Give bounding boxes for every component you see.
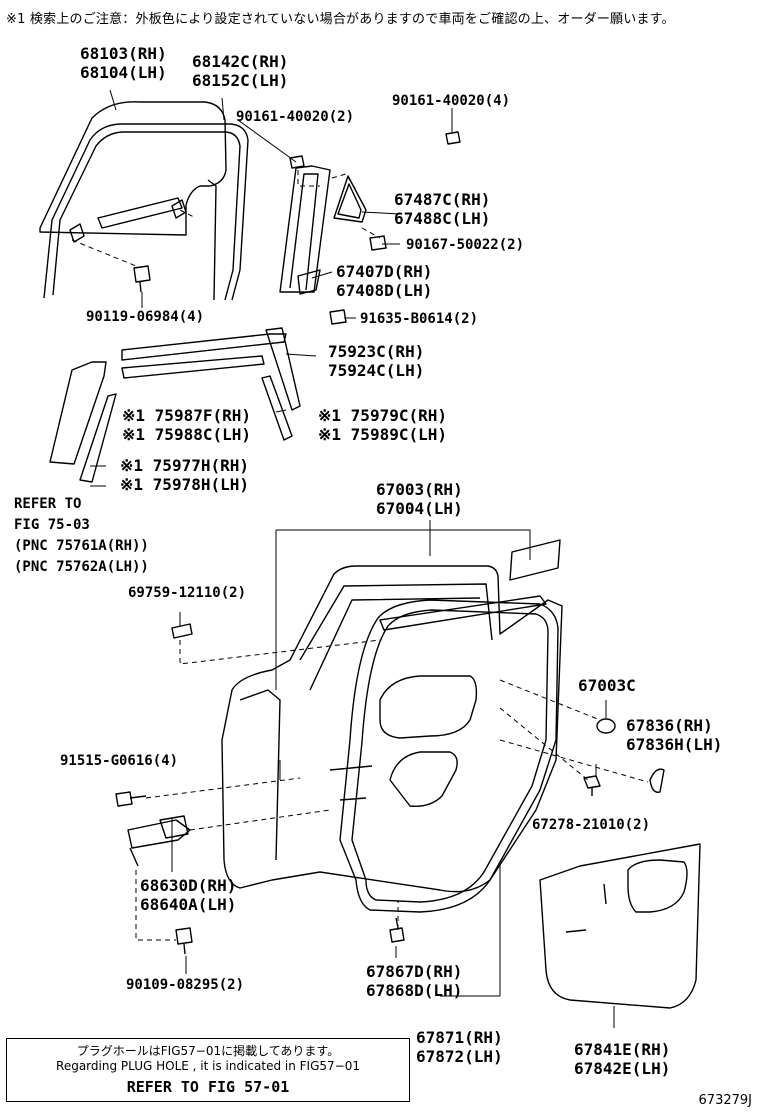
label-68630d: 68630D(RH) 68640A(LH)	[140, 876, 237, 914]
bolt-90109	[175, 927, 193, 955]
label-75977h: ※1 75977H(RH) ※1 75978H(LH)	[120, 456, 249, 494]
label-90161-a: 90161-40020(2)	[236, 109, 355, 125]
rear-door-panel	[221, 565, 563, 893]
reference-line-en: Regarding PLUG HOLE , it is indicated in…	[56, 1059, 360, 1073]
frame-mouldings	[49, 361, 117, 483]
label-67003c: 67003C	[578, 676, 636, 695]
plug-hole-reference-box: プラグホールはFIG57−01に掲載してあります。 Regarding PLUG…	[6, 1038, 410, 1102]
label-67487c: 67487C(RH) 67488C(LH)	[394, 190, 491, 228]
label-67871: 67871(RH) 67872(LH)	[416, 1028, 503, 1066]
label-75979c: ※1 75979C(RH) ※1 75989C(LH)	[318, 406, 447, 444]
bolt-91515	[115, 791, 147, 807]
glass-run	[43, 123, 249, 301]
door-weatherstrip	[339, 599, 559, 913]
screws	[289, 131, 461, 325]
label-67407d: 67407D(RH) 67408D(LH)	[336, 262, 433, 300]
label-67278: 67278-21010(2)	[532, 817, 651, 833]
diagram-code: 673279J	[698, 1093, 752, 1108]
label-90161-b: 90161-40020(4)	[392, 93, 511, 109]
label-68103: 68103(RH) 68104(LH)	[80, 44, 167, 82]
clip-67867	[389, 917, 405, 943]
clip-69759	[171, 623, 193, 639]
label-75987f: ※1 75987F(RH) ※1 75988C(LH)	[122, 406, 251, 444]
label-90167: 90167-50022(2)	[406, 237, 525, 253]
label-68142c: 68142C(RH) 68152C(LH)	[192, 52, 289, 90]
cover-67836	[649, 768, 665, 793]
label-67003: 67003(RH) 67004(LH)	[376, 480, 463, 518]
division-frame	[279, 165, 331, 295]
label-91515: 91515-G0616(4)	[60, 753, 179, 769]
clip-67278	[583, 775, 601, 796]
label-67836: 67836(RH) 67836H(LH)	[626, 716, 723, 754]
label-69759: 69759-12110(2)	[128, 585, 247, 601]
label-67841e: 67841E(RH) 67842E(LH)	[574, 1040, 671, 1078]
door-trim-board	[539, 843, 701, 1009]
belt-mouldings	[121, 327, 301, 441]
clip-67003c	[596, 718, 616, 734]
leader-lines	[90, 89, 615, 1028]
label-refer-fig-75-03: REFER TO FIG 75-03 (PNC 75761A(RH)) (PNC…	[14, 496, 149, 575]
glass-seal	[379, 539, 561, 631]
reference-line-ja: プラグホールはFIG57−01に掲載してあります。	[76, 1044, 340, 1058]
label-91635: 91635-B0614(2)	[360, 311, 479, 327]
label-75923c: 75923C(RH) 75924C(LH)	[328, 342, 425, 380]
dashed-leaders	[71, 170, 649, 941]
glass-channel	[69, 197, 187, 243]
label-90119: 90119-06984(4)	[86, 309, 205, 325]
reference-link[interactable]: REFER TO FIG 57-01	[126, 1078, 290, 1096]
search-note: ※1 検索上のご注意：外板色により設定されていない場合がありますので車両をご確認…	[6, 12, 675, 27]
door-glass	[39, 101, 227, 236]
quarter-glass	[333, 175, 367, 223]
label-90109: 90109-08295(2)	[126, 977, 245, 993]
bolt-90119	[133, 265, 151, 293]
door-check	[127, 815, 191, 867]
label-67867d: 67867D(RH) 67868D(LH)	[366, 962, 463, 1000]
